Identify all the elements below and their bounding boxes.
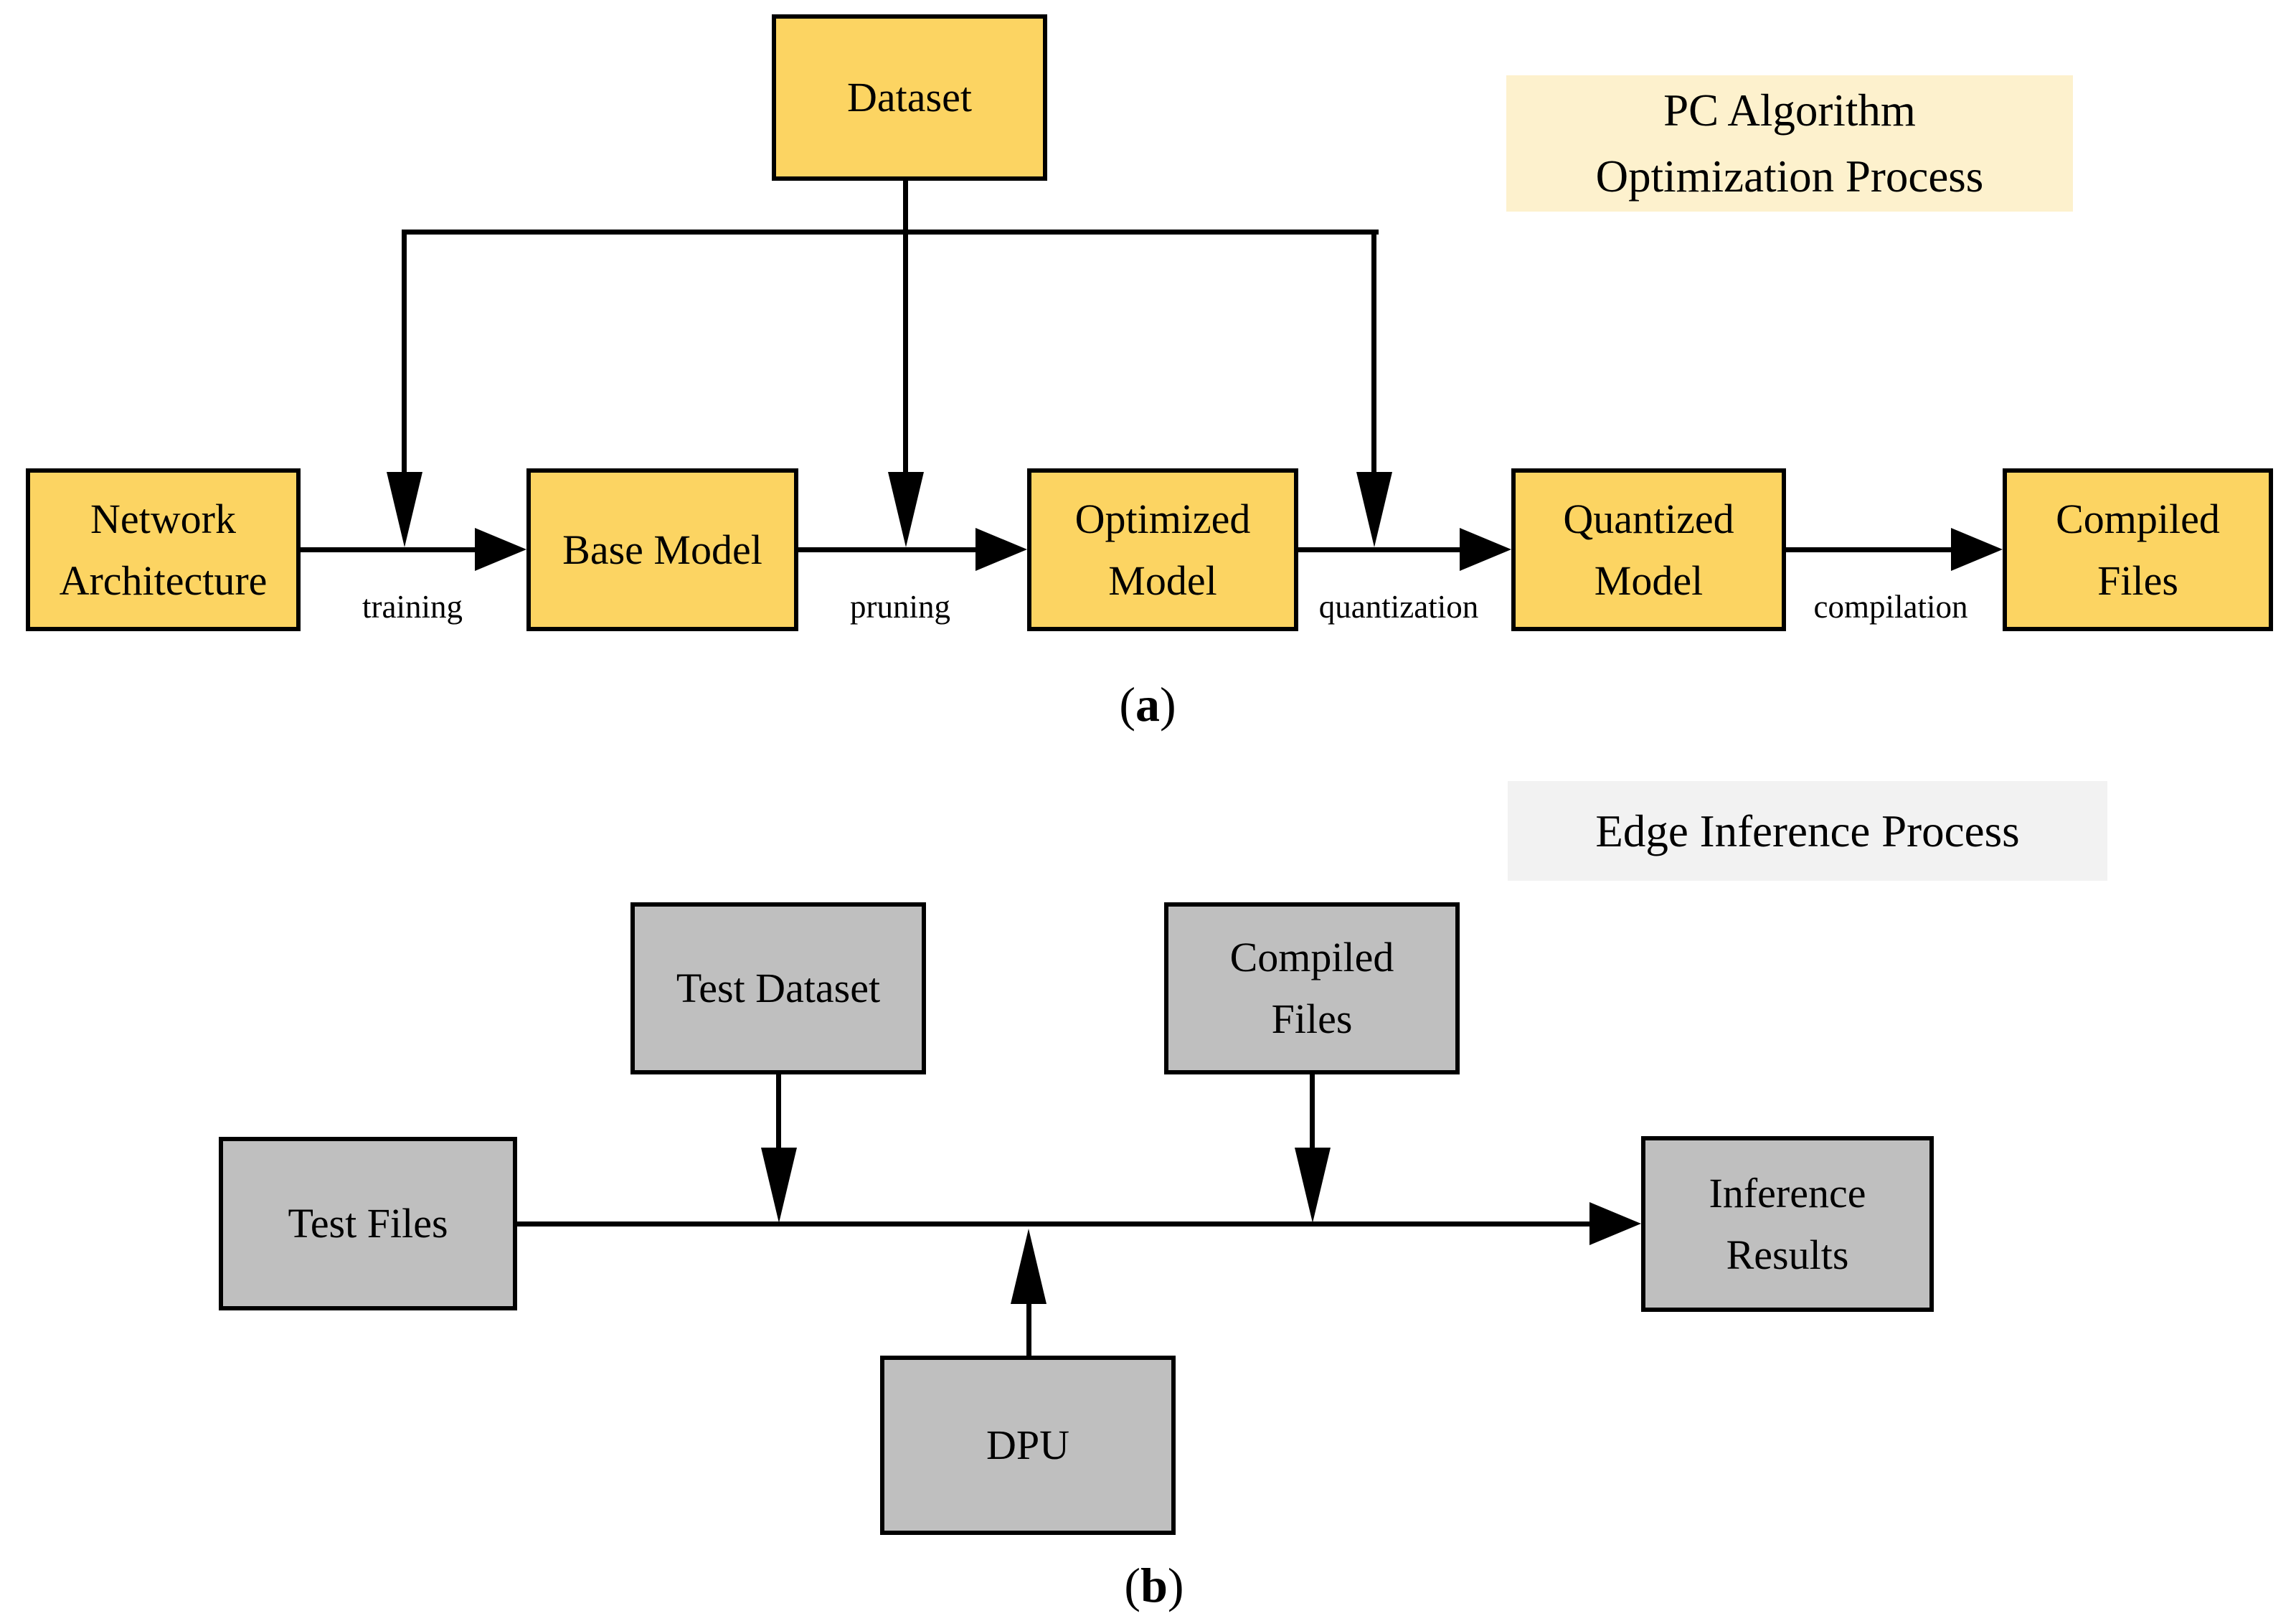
arrowhead-down-training-icon bbox=[387, 472, 422, 547]
node-compiled-files-a: Compiled Files bbox=[2003, 468, 2273, 631]
connector-dpu-to-line bbox=[1026, 1304, 1031, 1356]
caption-b-close: ) bbox=[1167, 1558, 1184, 1612]
node-test-dataset-label: Test Dataset bbox=[676, 965, 881, 1011]
node-compiled-files-a-line1: Compiled bbox=[2056, 495, 2220, 542]
node-network-architecture-line1: Network bbox=[90, 495, 236, 542]
node-optimized-model-line2: Model bbox=[1108, 557, 1217, 604]
node-compiled-files-b: Compiled Files bbox=[1164, 902, 1460, 1074]
arrowhead-down-quantization-icon bbox=[1356, 472, 1392, 547]
arrowhead-up-dpu-icon bbox=[1011, 1229, 1047, 1304]
edge-label-quantization: quantization bbox=[1318, 589, 1479, 625]
connector-dataset-to-pruning bbox=[903, 179, 908, 473]
legend-pc-line1: PC Algorithm bbox=[1663, 85, 1916, 136]
node-compiled-files-a-line2: Files bbox=[2097, 557, 2178, 604]
connector-dataset-to-quantization bbox=[1371, 230, 1376, 473]
node-optimized-model: Optimized Model bbox=[1027, 468, 1298, 631]
legend-pc-algorithm: PC Algorithm Optimization Process bbox=[1506, 75, 2073, 212]
node-inference-results: Inference Results bbox=[1641, 1136, 1934, 1312]
node-test-dataset: Test Dataset bbox=[630, 902, 926, 1074]
node-base-model: Base Model bbox=[526, 468, 798, 631]
arrowhead-right-compiled-icon bbox=[1951, 528, 2003, 571]
connector-quantized-to-compiled bbox=[1786, 547, 1952, 552]
arrowhead-down-compiledfiles-icon bbox=[1295, 1148, 1331, 1223]
connector-compiledfiles-to-line bbox=[1310, 1074, 1315, 1148]
node-base-model-label: Base Model bbox=[562, 526, 762, 573]
node-quantized-model: Quantized Model bbox=[1511, 468, 1786, 631]
node-compiled-files-b-line2: Files bbox=[1271, 996, 1353, 1042]
caption-b-letter: b bbox=[1140, 1558, 1168, 1612]
node-network-architecture: Network Architecture bbox=[26, 468, 301, 631]
edge-label-pruning: pruning bbox=[850, 589, 950, 625]
arrowhead-right-optimized-icon bbox=[975, 528, 1027, 571]
caption-b-open: ( bbox=[1124, 1558, 1141, 1612]
node-dataset-label: Dataset bbox=[847, 74, 972, 120]
edge-label-compilation: compilation bbox=[1813, 589, 1968, 625]
legend-edge-inference: Edge Inference Process bbox=[1508, 781, 2107, 881]
connector-na-to-basemodel bbox=[301, 547, 476, 552]
connector-dataset-distribution-line bbox=[402, 230, 1379, 235]
caption-a: (a) bbox=[1119, 676, 1176, 733]
connector-testfiles-to-results bbox=[517, 1221, 1593, 1227]
node-dataset: Dataset bbox=[772, 14, 1047, 181]
node-test-files: Test Files bbox=[219, 1137, 517, 1310]
connector-dataset-to-training bbox=[402, 230, 407, 473]
node-dpu: DPU bbox=[880, 1356, 1176, 1535]
legend-pc-line2: Optimization Process bbox=[1595, 151, 1984, 202]
node-quantized-model-line2: Model bbox=[1594, 557, 1704, 604]
node-network-architecture-line2: Architecture bbox=[59, 557, 268, 604]
arrowhead-right-quantized-icon bbox=[1460, 528, 1511, 571]
legend-edge-inference-label: Edge Inference Process bbox=[1595, 805, 2020, 856]
arrowhead-right-basemodel-icon bbox=[475, 528, 526, 571]
caption-a-open: ( bbox=[1119, 677, 1135, 732]
edge-label-training: training bbox=[362, 589, 463, 625]
arrowhead-right-results-icon bbox=[1589, 1202, 1641, 1245]
arrowhead-down-pruning-icon bbox=[888, 472, 924, 547]
node-optimized-model-line1: Optimized bbox=[1074, 495, 1251, 542]
node-inference-results-line1: Inference bbox=[1709, 1169, 1866, 1216]
arrowhead-down-testdataset-icon bbox=[761, 1148, 797, 1223]
caption-b: (b) bbox=[1124, 1556, 1184, 1614]
connector-basemodel-to-optimized bbox=[798, 547, 977, 552]
node-test-files-label: Test Files bbox=[288, 1200, 448, 1247]
connector-testdataset-to-line bbox=[776, 1074, 781, 1148]
connector-optimized-to-quantized bbox=[1298, 547, 1461, 552]
caption-a-letter: a bbox=[1135, 677, 1160, 732]
node-quantized-model-line1: Quantized bbox=[1563, 495, 1734, 542]
caption-a-close: ) bbox=[1160, 677, 1176, 732]
node-dpu-label: DPU bbox=[986, 1422, 1070, 1468]
node-inference-results-line2: Results bbox=[1726, 1231, 1849, 1278]
node-compiled-files-b-line1: Compiled bbox=[1229, 934, 1394, 980]
